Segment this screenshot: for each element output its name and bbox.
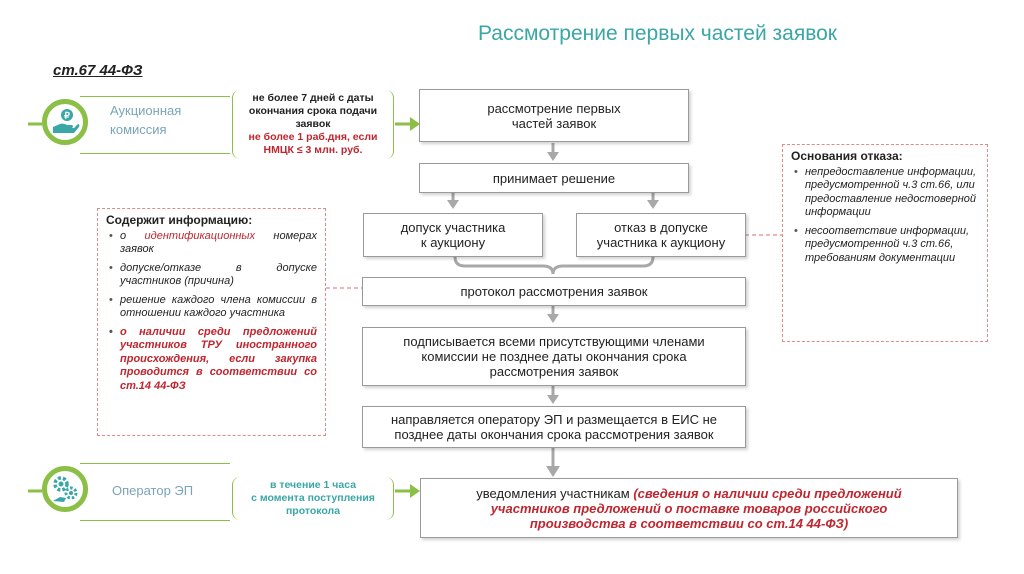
commission-icon-circle: ₽: [42, 99, 88, 145]
note-item: решение каждого члена комиссии в отношен…: [109, 294, 317, 321]
note-item: несоответствие информации, предусмотренн…: [794, 225, 979, 266]
note-item: допуске/отказе в допуске участников (при…: [109, 262, 317, 289]
signed-box: подписывается всеми присутствующими член…: [362, 327, 746, 386]
admit-box: допуск участника к аукциону: [363, 213, 543, 257]
operator-deadline: в течение 1 часа с момента поступления п…: [232, 477, 394, 520]
commission-frame: [80, 96, 230, 154]
svg-text:₽: ₽: [64, 111, 70, 121]
law-reference: ст.67 44-ФЗ: [53, 62, 143, 79]
rejection-grounds-note: Основания отказа: непредоставление инфор…: [782, 144, 988, 342]
commission-deadline: не более 7 дней с даты окончания срока п…: [232, 90, 394, 159]
hand-money-icon: ₽: [53, 109, 80, 133]
note-header: Основания отказа:: [791, 149, 903, 163]
notify-box: уведомления участникам (сведения о налич…: [420, 478, 958, 538]
commission-label: Аукционная комиссия: [110, 103, 182, 137]
operator-icon-circle: [42, 466, 88, 512]
decision-box: принимает решение: [419, 163, 689, 193]
review-box: рассмотрение первых частей заявок: [419, 89, 689, 142]
note-item: о идентификационных номерах заявок: [109, 230, 317, 257]
page-title: Рассмотрение первых частей заявок: [478, 22, 837, 45]
sent-box: направляется оператору ЭП и размещается …: [362, 406, 746, 448]
note-item: непредоставление информации, предусмотре…: [794, 166, 979, 220]
merge-brace: [453, 256, 655, 275]
note-item: о наличии среди предложений участников Т…: [109, 326, 317, 394]
gears-icon: [53, 476, 78, 502]
reject-box: отказ в допуске участника к аукциону: [576, 213, 746, 257]
protocol-contents-note: Содержит информацию: о идентификационных…: [97, 208, 326, 436]
operator-frame: [80, 463, 230, 521]
commission-arrowhead: [410, 117, 420, 131]
operator-arrowhead: [410, 484, 420, 498]
operator-label: Оператор ЭП: [112, 483, 194, 498]
protocol-box: протокол рассмотрения заявок: [362, 277, 746, 306]
note-header: Содержит информацию:: [106, 213, 253, 227]
